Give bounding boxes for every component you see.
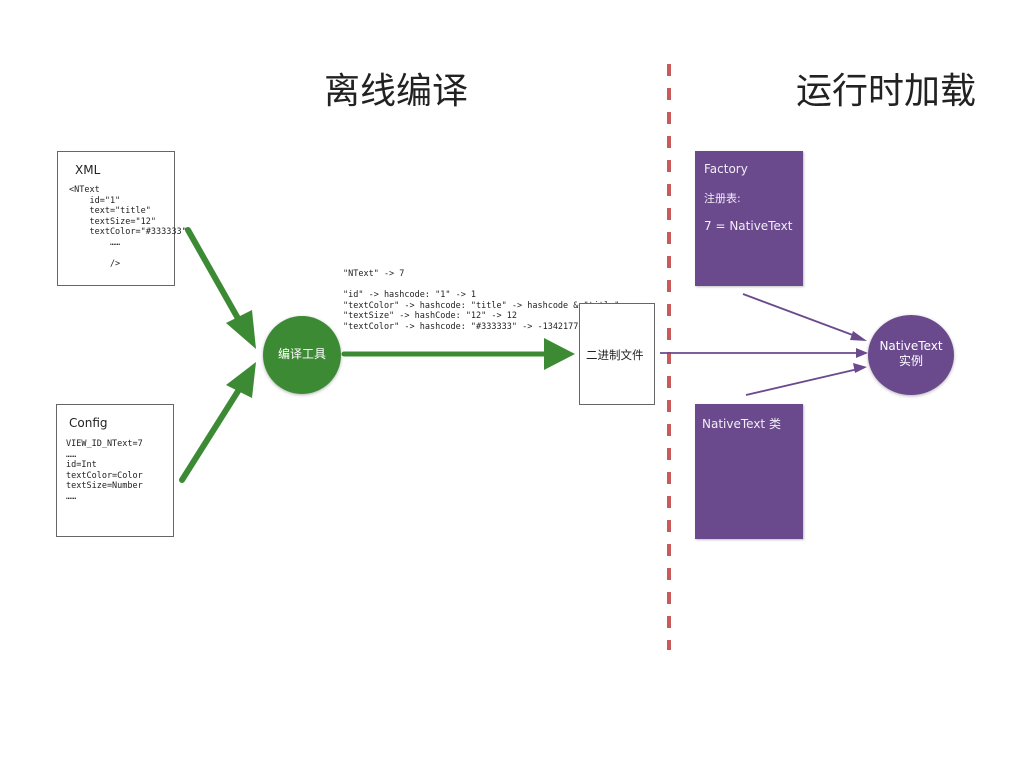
xml-box: XML <NText id="1" text="title" textSize=… xyxy=(57,151,187,286)
factory-box: Factory 注册表: 7 = NativeText xyxy=(695,151,803,286)
xml-box-title: XML xyxy=(75,163,101,177)
config-box: Config VIEW_ID_NText=7 …… id=Int textCol… xyxy=(56,404,174,537)
nativetext-class-label: NativeText 类 xyxy=(702,417,781,431)
instance-label-line1: NativeText xyxy=(879,339,943,353)
arrow-factory-to-instance xyxy=(742,293,867,341)
config-box-title: Config xyxy=(69,416,108,430)
runtime-load-heading: 运行时加载 xyxy=(796,71,977,112)
compiler-node: 编译工具 xyxy=(263,316,341,394)
binary-file-label: 二进制文件 xyxy=(586,348,644,362)
hash-mapping-text: "NText" -> 7 "id" -> hashcode: "1" -> 1 … xyxy=(343,269,619,332)
offline-compile-heading: 离线编译 xyxy=(324,71,469,112)
compiler-label: 编译工具 xyxy=(277,347,326,361)
factory-registry-label: 注册表: xyxy=(704,192,741,205)
arrow-binary-to-instance xyxy=(660,348,868,358)
instance-label-line2: 实例 xyxy=(898,354,923,368)
arrow-compiler-to-binary xyxy=(341,338,575,370)
nativetext-instance-node: NativeText 实例 xyxy=(868,315,954,395)
config-box-content: VIEW_ID_NText=7 …… id=Int textColor=Colo… xyxy=(66,439,143,502)
factory-title: Factory xyxy=(704,162,748,176)
factory-registry-entry: 7 = NativeText xyxy=(704,219,793,233)
binary-file-box: 二进制文件 xyxy=(579,303,655,405)
xml-box-content: <NText id="1" text="title" textSize="12"… xyxy=(69,185,187,269)
nativetext-class-box: NativeText 类 xyxy=(695,404,803,539)
arrow-config-to-compiler xyxy=(179,362,256,483)
arrow-xml-to-compiler xyxy=(185,227,256,349)
arrow-class-to-instance xyxy=(745,363,867,396)
